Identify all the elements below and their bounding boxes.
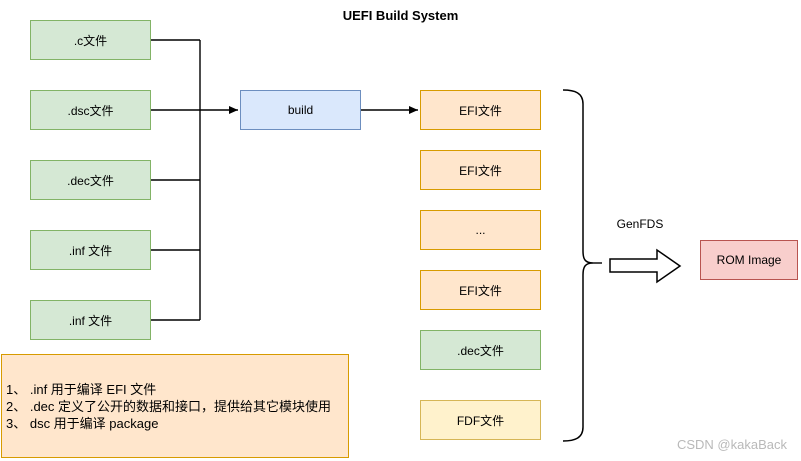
node-efi-file-2: EFI文件 [420, 150, 541, 190]
note-line: 3、 dsc 用于编译 package [6, 415, 159, 431]
node-efi-file-1: EFI文件 [420, 90, 541, 130]
node-dsc-file: .dsc文件 [30, 90, 151, 130]
note-line: 2、 .dec 定义了公开的数据和接口，提供给其它模块使用 [6, 398, 332, 414]
genfds-block-arrow [609, 248, 682, 284]
node-inf-file-1: .inf 文件 [30, 230, 151, 270]
genfds-label: GenFDS [616, 217, 664, 231]
node-fdf-file: FDF文件 [420, 400, 541, 440]
node-rom-image: ROM Image [700, 240, 798, 280]
node-efi-file-3: EFI文件 [420, 270, 541, 310]
node-dec-file: .dec文件 [30, 160, 151, 200]
curly-brace [562, 89, 594, 442]
node-dec-file-output: .dec文件 [420, 330, 541, 370]
node-c-file: .c文件 [30, 20, 151, 60]
note-box: 1、 .inf 用于编译 EFI 文件 2、 .dec 定义了公开的数据和接口，… [1, 354, 349, 458]
node-build: build [240, 90, 361, 130]
watermark: CSDN @kakaBack [676, 437, 787, 452]
node-inf-file-2: .inf 文件 [30, 300, 151, 340]
node-ellipsis: ... [420, 210, 541, 250]
note-line: 1、 .inf 用于编译 EFI 文件 [6, 381, 157, 397]
diagram-title: UEFI Build System [342, 8, 459, 23]
